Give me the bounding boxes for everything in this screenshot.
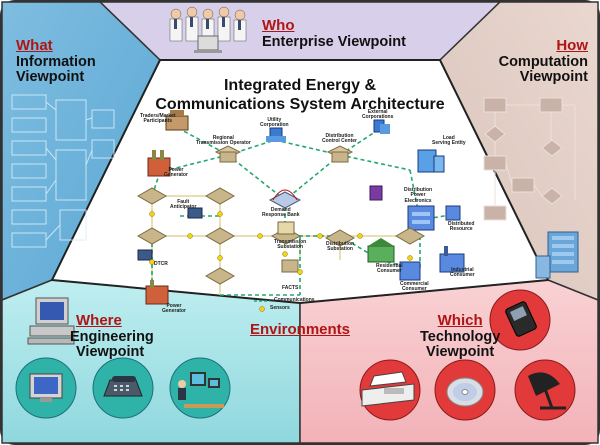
what-viewpoint-text-1: Information bbox=[16, 53, 96, 70]
telephone-icon bbox=[103, 376, 143, 397]
who-viewpoint-text: Enterprise Viewpoint bbox=[262, 33, 406, 50]
environments-label: Environments bbox=[249, 321, 351, 338]
dtcr-label: DTCR bbox=[154, 261, 168, 267]
sensor-markers bbox=[149, 211, 413, 275]
commercial-consumer-icon bbox=[399, 261, 421, 281]
where-viewpoint-label: Where Engineering Viewpoint bbox=[70, 312, 154, 361]
legend-sensors-swatch bbox=[259, 306, 265, 312]
which-viewpoint-text-2: Viewpoint bbox=[426, 344, 495, 361]
people-group-icon bbox=[169, 6, 247, 53]
monitor-icon bbox=[29, 373, 63, 402]
distributed-resource-icon bbox=[445, 205, 461, 221]
power-generator-top-icon bbox=[147, 150, 171, 177]
legend-sensors-label: Sensors bbox=[270, 305, 290, 311]
who-viewpoint-label: Who Enterprise Viewpoint bbox=[262, 17, 406, 50]
how-viewpoint-text-1: Computation bbox=[498, 53, 588, 70]
who-question: Who bbox=[262, 17, 295, 34]
workstation-circle bbox=[169, 357, 231, 419]
how-question: How bbox=[556, 37, 588, 54]
cd-disc-icon bbox=[446, 377, 484, 407]
computation-flowchart-graphic bbox=[483, 97, 576, 221]
external-corporation-icon bbox=[373, 119, 390, 134]
dtcr-icon bbox=[137, 249, 153, 261]
facts-label: FACTS bbox=[282, 285, 299, 291]
cell-phone-icon bbox=[505, 301, 537, 337]
which-viewpoint-label: Which Technology Viewpoint bbox=[420, 312, 501, 361]
where-viewpoint-text-2: Viewpoint bbox=[76, 344, 145, 361]
satellite-dish-icon bbox=[528, 372, 566, 410]
tower-icons bbox=[136, 187, 426, 285]
fax-machine-icon bbox=[361, 371, 415, 407]
legend-communications-label: Communications bbox=[274, 297, 315, 303]
purple-device-icon bbox=[369, 185, 383, 201]
diagram-title-line-2: Communications System Architecture bbox=[155, 96, 445, 113]
desktop-computer-icon bbox=[27, 297, 75, 345]
where-question: Where bbox=[76, 312, 122, 329]
facts-icon bbox=[281, 259, 299, 273]
information-model-graphic bbox=[11, 94, 115, 248]
industrial-consumer-icon bbox=[439, 246, 465, 273]
transmission-substation-icon bbox=[270, 221, 302, 245]
server-rack-icon bbox=[535, 231, 579, 279]
traders-building-icon bbox=[165, 110, 189, 131]
demand-response-icon bbox=[268, 189, 302, 209]
which-question: Which bbox=[437, 312, 483, 329]
what-viewpoint-label: What Information Viewpoint bbox=[16, 37, 96, 86]
how-viewpoint-text-2: Viewpoint bbox=[519, 69, 588, 86]
dist-power-electronics-icon bbox=[407, 205, 435, 231]
power-generator-bottom-icon bbox=[145, 280, 169, 305]
what-viewpoint-text-2: Viewpoint bbox=[16, 69, 85, 86]
which-viewpoint-text-1: Technology bbox=[420, 328, 501, 345]
workstation-icon bbox=[178, 372, 224, 408]
load-serving-icon bbox=[417, 149, 445, 173]
utility-corporation-icon bbox=[266, 127, 286, 142]
where-viewpoint-text-1: Engineering bbox=[70, 328, 154, 345]
regional-operator-icon bbox=[214, 145, 242, 163]
what-question: What bbox=[16, 37, 53, 54]
fault-anticipator-icon bbox=[187, 207, 203, 219]
control-center-icon bbox=[326, 145, 354, 163]
residential-consumer-icon bbox=[367, 238, 395, 263]
how-viewpoint-label: How Computation Viewpoint bbox=[470, 37, 588, 86]
diagram-title-line-1: Integrated Energy & bbox=[223, 77, 377, 94]
distribution-substation-icon bbox=[324, 229, 356, 247]
